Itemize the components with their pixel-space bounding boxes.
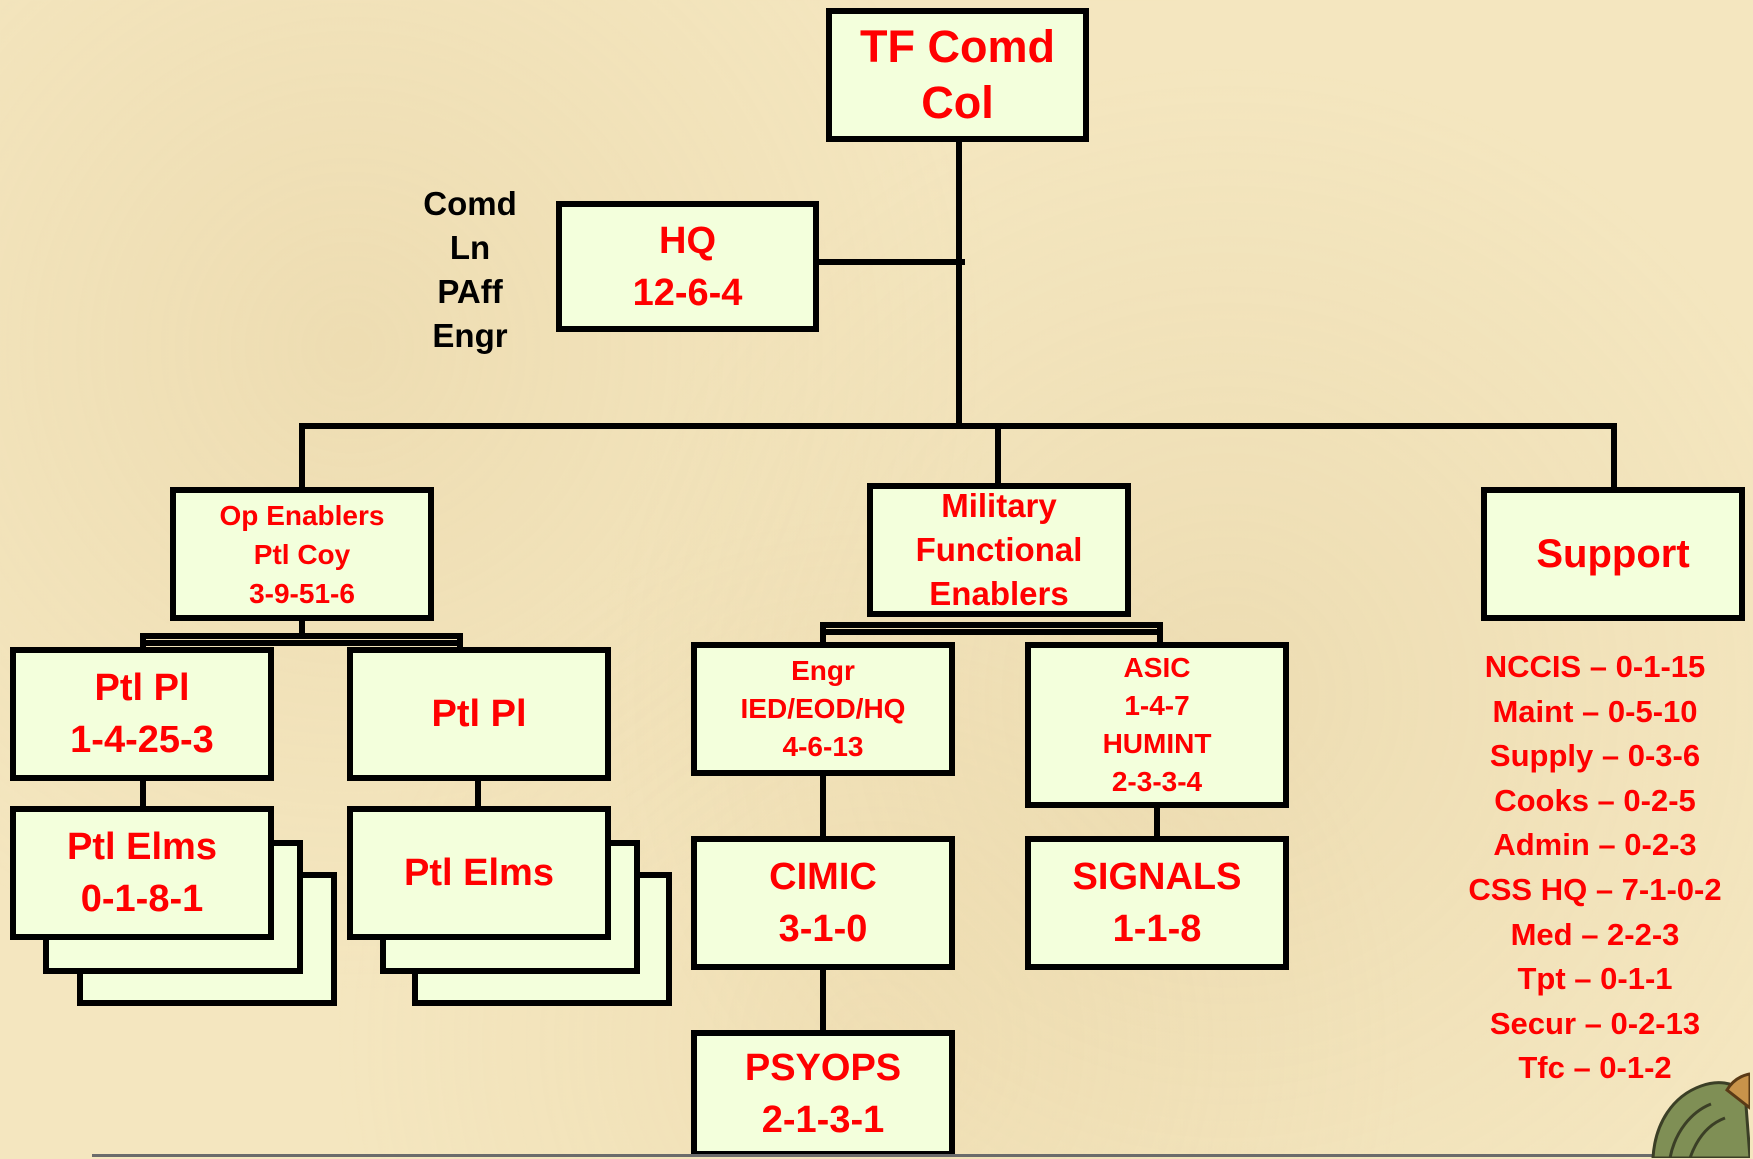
cimic-line-2: 3-1-0 bbox=[778, 908, 868, 950]
support-item-supply: Supply – 0-3-6 bbox=[1489, 738, 1701, 774]
hq-side-labels: Comd Ln PAff Engr bbox=[410, 182, 530, 358]
op-enablers-line-2: Ptl Coy bbox=[253, 538, 351, 570]
cimic-line-1: CIMIC bbox=[769, 856, 877, 898]
support-box: Support bbox=[1481, 487, 1745, 621]
support-item-css-hq: CSS HQ – 7-1-0-2 bbox=[1468, 871, 1722, 907]
tf-comd-line-2: Col bbox=[921, 77, 994, 128]
ptl-elms-1-line-1: Ptl Elms bbox=[67, 826, 217, 868]
asic-line-4: 2-3-3-4 bbox=[1111, 766, 1203, 797]
hq-line-2: 12-6-4 bbox=[632, 271, 743, 314]
cimic-box: CIMIC 3-1-0 bbox=[691, 836, 955, 970]
psyops-line-2: 2-1-3-1 bbox=[761, 1098, 885, 1141]
op-enablers-line-1: Op Enablers bbox=[219, 499, 385, 531]
engr-line-2: IED/EOD/HQ bbox=[740, 693, 906, 724]
support-list: NCCIS – 0-1-15 Maint – 0-5-10 Supply – 0… bbox=[1430, 645, 1753, 1091]
support-item-secur: Secur – 0-2-13 bbox=[1489, 1005, 1701, 1041]
psyops-box: PSYOPS 2-1-3-1 bbox=[691, 1030, 955, 1157]
op-enablers-line-3: 3-9-51-6 bbox=[249, 577, 355, 609]
engr-line-1: Engr bbox=[791, 655, 855, 686]
side-label-engr: Engr bbox=[432, 317, 508, 354]
ptl-pl-2-box: Ptl Pl bbox=[347, 647, 611, 781]
asic-line-2: 1-4-7 bbox=[1124, 690, 1190, 721]
ptl-pl-1-line-1: Ptl Pl bbox=[94, 667, 190, 709]
ptl-elms-2-line-1: Ptl Elms bbox=[404, 852, 554, 894]
ptl-pl-1-box: Ptl Pl 1-4-25-3 bbox=[10, 647, 274, 781]
tf-comd-line-1: TF Comd bbox=[860, 21, 1055, 72]
signals-line-1: SIGNALS bbox=[1072, 856, 1242, 898]
mfe-line-3: Enablers bbox=[929, 575, 1069, 612]
asic-line-1: ASIC bbox=[1123, 652, 1191, 683]
military-functional-box: Military Functional Enablers bbox=[867, 483, 1131, 617]
support-item-nccis: NCCIS – 0-1-15 bbox=[1484, 649, 1706, 684]
engr-line-3: 4-6-13 bbox=[782, 731, 864, 762]
ptl-pl-1-line-2: 1-4-25-3 bbox=[70, 719, 214, 761]
hq-line-1: HQ bbox=[659, 219, 716, 262]
op-enablers-box: Op Enablers Ptl Coy 3-9-51-6 bbox=[170, 487, 434, 621]
side-label-comd: Comd bbox=[423, 185, 517, 222]
tf-comd-box: TF Comd Col bbox=[826, 8, 1089, 142]
psyops-line-1: PSYOPS bbox=[744, 1046, 902, 1089]
signals-box: SIGNALS 1-1-8 bbox=[1025, 836, 1289, 970]
hq-box: HQ 12-6-4 bbox=[556, 201, 819, 332]
mfe-line-2: Functional bbox=[915, 531, 1083, 568]
side-label-ln: Ln bbox=[449, 229, 491, 266]
support-item-maint: Maint – 0-5-10 bbox=[1492, 693, 1698, 729]
asic-line-3: HUMINT bbox=[1102, 728, 1212, 759]
support-item-med: Med – 2-2-3 bbox=[1510, 916, 1680, 952]
bottom-rule bbox=[92, 1154, 1672, 1157]
support-item-admin: Admin – 0-2-3 bbox=[1493, 827, 1697, 863]
ptl-elms-2-box: Ptl Elms bbox=[347, 806, 611, 940]
ptl-pl-2-line-1: Ptl Pl bbox=[431, 693, 527, 735]
ptl-elms-1-box: Ptl Elms 0-1-8-1 bbox=[10, 806, 274, 940]
side-label-paff: PAff bbox=[437, 273, 503, 310]
signals-line-2: 1-1-8 bbox=[1112, 908, 1202, 950]
support-line-1: Support bbox=[1536, 532, 1690, 576]
engr-box: Engr IED/EOD/HQ 4-6-13 bbox=[691, 642, 955, 776]
support-item-cooks: Cooks – 0-2-5 bbox=[1494, 782, 1696, 818]
support-item-tpt: Tpt – 0-1-1 bbox=[1517, 961, 1673, 997]
ptl-elms-1-line-2: 0-1-8-1 bbox=[80, 878, 204, 920]
emblem-icon bbox=[1651, 1072, 1750, 1158]
asic-box: ASIC 1-4-7 HUMINT 2-3-3-4 bbox=[1025, 642, 1289, 808]
support-item-tfc: Tfc – 0-1-2 bbox=[1518, 1050, 1672, 1086]
mfe-line-1: Military bbox=[941, 487, 1057, 524]
